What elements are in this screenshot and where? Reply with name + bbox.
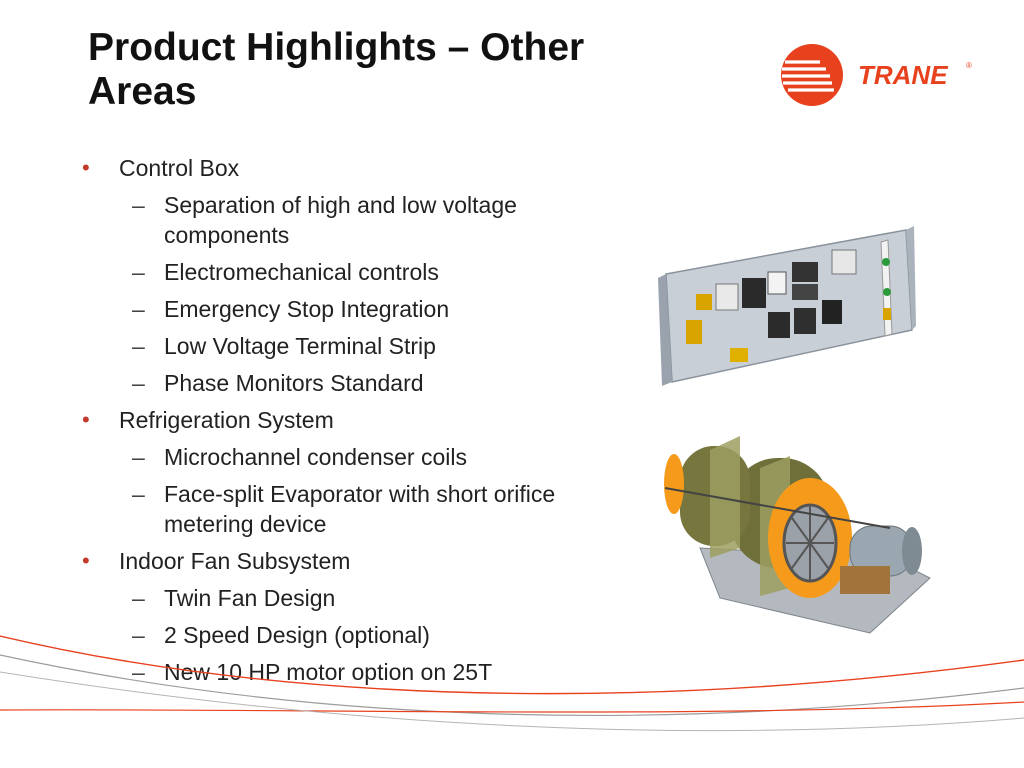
sub-bullet: –Low Voltage Terminal Strip — [132, 333, 436, 359]
sub-bullet: –Twin Fan Design — [132, 585, 336, 611]
svg-text:®: ® — [966, 61, 972, 70]
bullet-control-box: Control Box — [80, 153, 640, 183]
decorative-swoosh — [0, 635, 1024, 732]
indoor-fan-subsystem-image — [664, 436, 931, 634]
trane-logo-text: TRANE — [858, 60, 948, 90]
control-box-image — [658, 226, 916, 386]
bullet-list: Control Box –Separation of high and low … — [80, 146, 640, 687]
sub-bullet: –Emergency Stop Integration — [132, 296, 450, 322]
sub-bullet: –2 Speed Design (optional) — [132, 622, 430, 648]
sub-bullet: –Phase Monitors Standard — [132, 370, 424, 396]
sub-bullet: –Microchannel condenser coils — [132, 444, 467, 470]
sub-bullet: –Separation of high and low voltage comp… — [132, 192, 517, 248]
sub-bullet: –Face-split Evaporator with short orific… — [132, 481, 556, 537]
bullet-indoor-fan-subsystem: Indoor Fan Subsystem — [80, 546, 640, 576]
bullet-refrigeration-system: Refrigeration System — [80, 405, 640, 435]
slide-title: Product Highlights – Other Areas — [88, 26, 585, 113]
trane-logo: TRANE ® — [781, 44, 972, 106]
sub-bullet: –Electromechanical controls — [132, 259, 439, 285]
sub-bullet: –New 10 HP motor option on 25T — [132, 659, 493, 685]
